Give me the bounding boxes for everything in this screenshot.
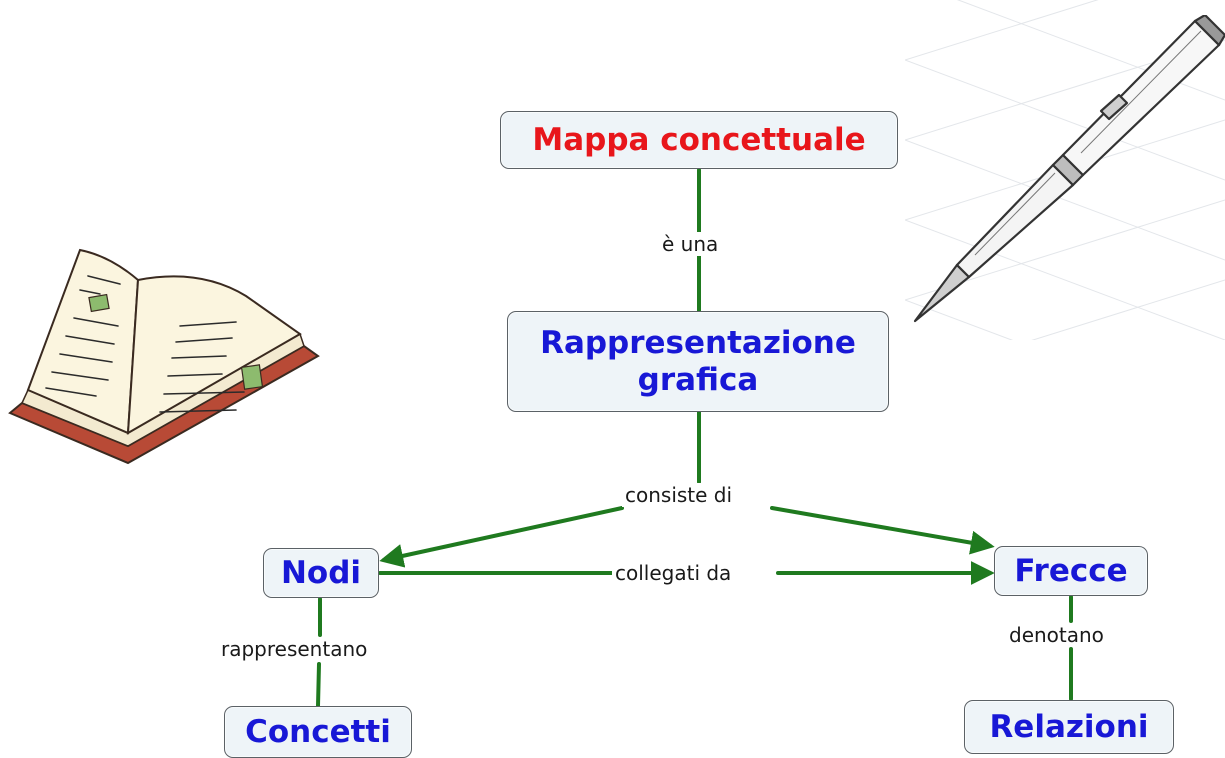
link-label-collegati-da[interactable]: collegati da bbox=[612, 561, 735, 585]
node-relazioni[interactable]: Relazioni bbox=[964, 700, 1174, 754]
connector-rappresentano-down bbox=[316, 662, 321, 708]
node-mappa-concettuale[interactable]: Mappa concettuale bbox=[500, 111, 898, 169]
fountain-pen-illustration bbox=[913, 15, 1225, 323]
link-label-e-una[interactable]: è una bbox=[659, 232, 722, 256]
link-label-denotano[interactable]: denotano bbox=[1006, 623, 1107, 647]
node-frecce[interactable]: Frecce bbox=[994, 546, 1148, 596]
node-concetti[interactable]: Concetti bbox=[224, 706, 412, 758]
arrow-to-nodi bbox=[379, 506, 624, 568]
link-label-consiste-di[interactable]: consiste di bbox=[622, 483, 736, 507]
arrow-to-frecce bbox=[770, 506, 995, 555]
open-book-illustration bbox=[8, 248, 320, 465]
node-rappresentazione-grafica[interactable]: Rappresentazione grafica bbox=[507, 311, 889, 412]
node-nodi[interactable]: Nodi bbox=[263, 548, 379, 598]
link-label-rappresentano[interactable]: rappresentano bbox=[218, 637, 371, 661]
